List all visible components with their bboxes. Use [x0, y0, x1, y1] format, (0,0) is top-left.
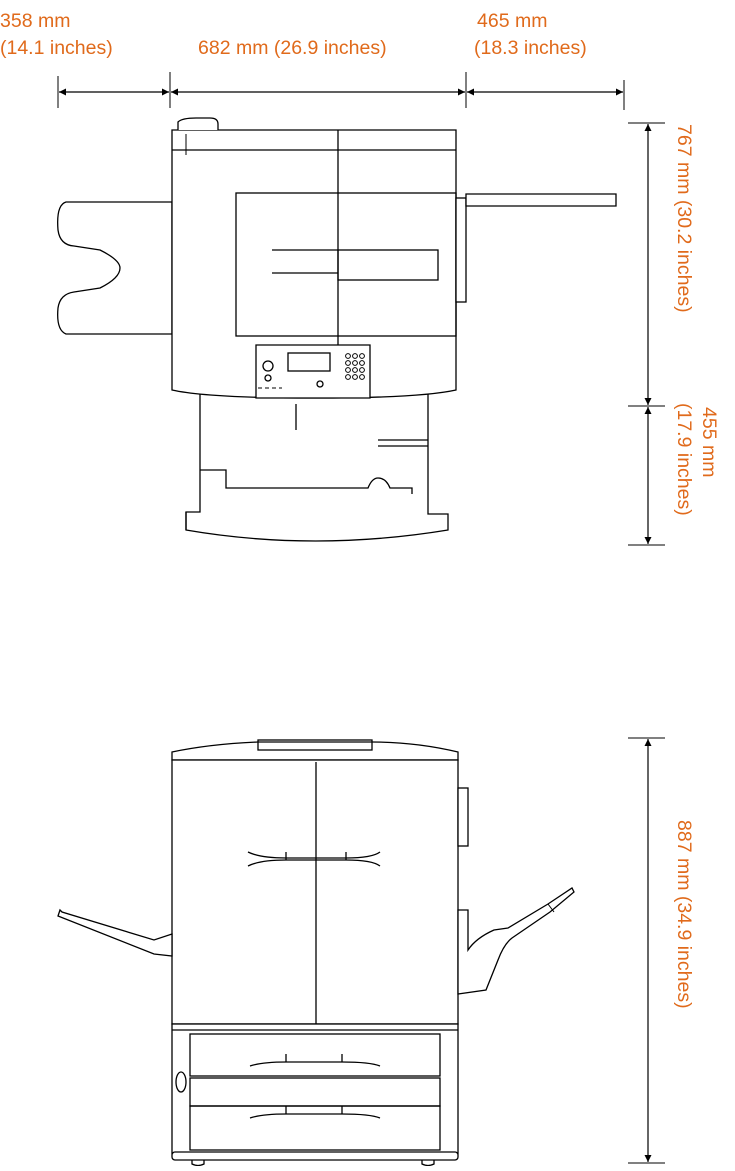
lower-cabinet	[171, 1023, 459, 1155]
front-body	[171, 759, 459, 1025]
top-depth-dimension-lines	[628, 122, 665, 546]
upper-depth-label: 767 mm (30.2 inches)	[673, 124, 695, 313]
top-knob	[177, 117, 219, 130]
left-width-metric: 358 mm	[0, 10, 70, 32]
top-cover	[171, 741, 459, 761]
paper-drawer-1	[189, 1033, 441, 1077]
bin-detail	[547, 903, 555, 913]
right-side-bump	[457, 787, 469, 847]
left-output-tray-front	[57, 908, 173, 957]
top-cover-handle	[257, 739, 373, 751]
top-width-dimension-labels: 358 mm (14.1 inches) 682 mm (26.9 inches…	[0, 10, 587, 59]
lower-depth-metric: 455 mm	[698, 407, 720, 477]
caster-right	[421, 1160, 435, 1167]
right-width-metric: 465 mm	[477, 10, 547, 32]
center-handle-right	[337, 249, 439, 281]
printer-top-view	[57, 117, 617, 542]
drawer-handle	[249, 1061, 381, 1067]
left-width-imperial: (14.1 inches)	[0, 37, 113, 59]
lower-depth-imperial: (17.9 inches)	[673, 403, 695, 516]
door-handle-lower	[247, 859, 381, 867]
lower-tray-outline	[185, 394, 449, 542]
right-width-imperial: (18.3 inches)	[474, 37, 587, 59]
left-output-tray	[57, 201, 173, 335]
height-label: 887 mm (34.9 inches)	[673, 820, 695, 1009]
drawer-handle	[249, 1113, 381, 1119]
tray-inner-profile	[200, 469, 413, 494]
center-width-label: 682 mm (26.9 inches)	[198, 37, 387, 59]
cabinet-lock	[175, 1071, 187, 1093]
right-paper-extension	[465, 193, 617, 207]
control-panel-display	[287, 352, 331, 372]
keypad	[345, 353, 365, 380]
front-height-dimension-lines	[628, 737, 665, 1164]
caster-left	[191, 1160, 205, 1167]
door-handle	[247, 851, 381, 859]
top-width-dimension-lines	[57, 72, 625, 110]
control-button	[262, 360, 274, 372]
cabinet-base	[171, 1151, 459, 1161]
control-button	[264, 374, 272, 382]
control-button	[316, 380, 324, 388]
paper-drawer-3	[189, 1105, 441, 1151]
printer-front-view	[57, 739, 575, 1167]
right-output-bin	[457, 887, 575, 995]
right-side-panel	[455, 197, 467, 303]
